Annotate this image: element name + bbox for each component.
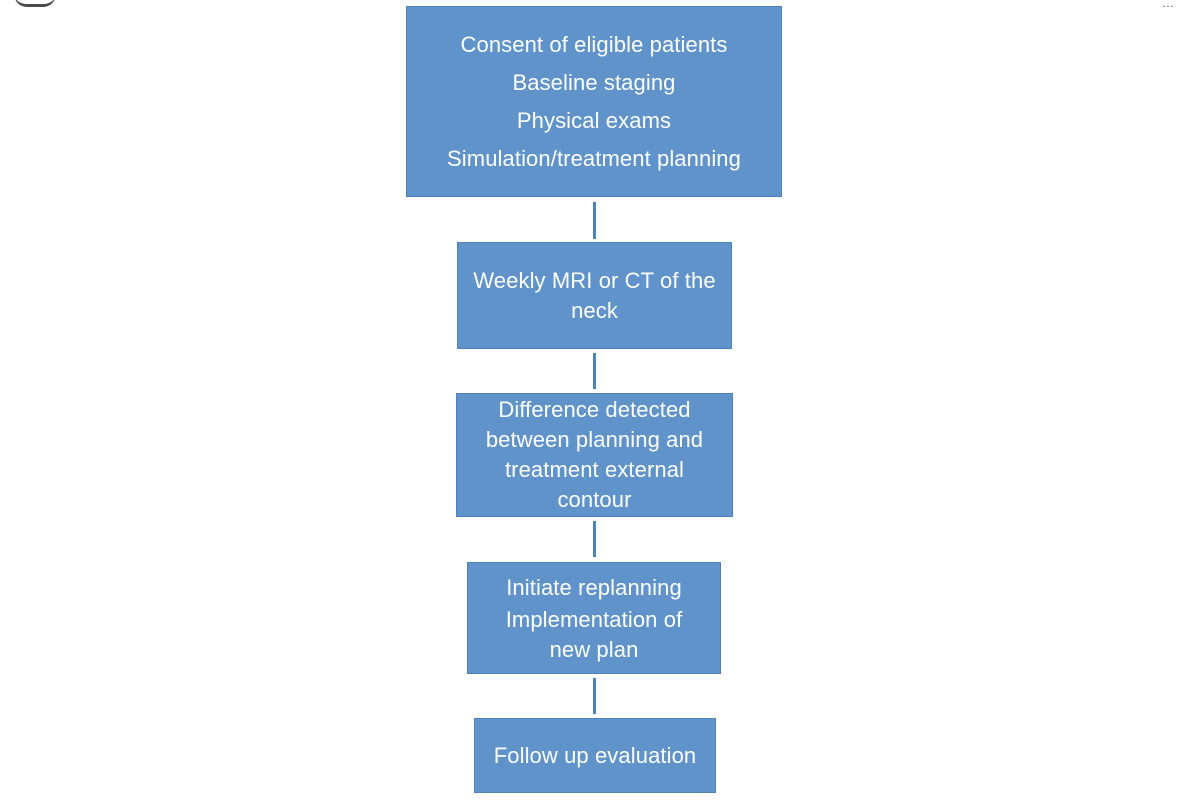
cropped-logo-fragment bbox=[14, 0, 56, 7]
step-5-follow-up-box: Follow up evaluation bbox=[474, 718, 716, 793]
step-3-line-difference-detected: Difference detected between planning and… bbox=[485, 397, 704, 512]
step-1-line-consent: Consent of eligible patients bbox=[460, 31, 728, 57]
step-3-difference-detected-box: Difference detected between planning and… bbox=[456, 393, 733, 517]
step-1-line-physical-exams: Physical exams bbox=[516, 107, 672, 133]
connector-4-5 bbox=[593, 678, 596, 714]
connector-1-2 bbox=[593, 202, 596, 239]
step-1-line-baseline-staging: Baseline staging bbox=[512, 69, 676, 95]
step-4-replanning-box: Initiate replanning Implementation of ne… bbox=[467, 562, 721, 674]
connector-3-4 bbox=[593, 521, 596, 557]
connector-2-3 bbox=[593, 353, 596, 389]
step-4-line-initiate-replanning: Initiate replanning bbox=[506, 575, 682, 600]
step-1-line-simulation-planning: Simulation/treatment planning bbox=[447, 145, 741, 171]
step-5-line-follow-up: Follow up evaluation bbox=[493, 742, 697, 768]
step-2-imaging-box: Weekly MRI or CT of the neck bbox=[457, 242, 732, 349]
cropped-corner-mark: … bbox=[1162, 0, 1176, 10]
step-1-enrollment-box: Consent of eligible patients Baseline st… bbox=[406, 6, 782, 197]
step-4-line-implementation: Implementation of new plan bbox=[505, 607, 683, 662]
step-2-line-weekly-imaging: Weekly MRI or CT of the neck bbox=[473, 267, 716, 323]
